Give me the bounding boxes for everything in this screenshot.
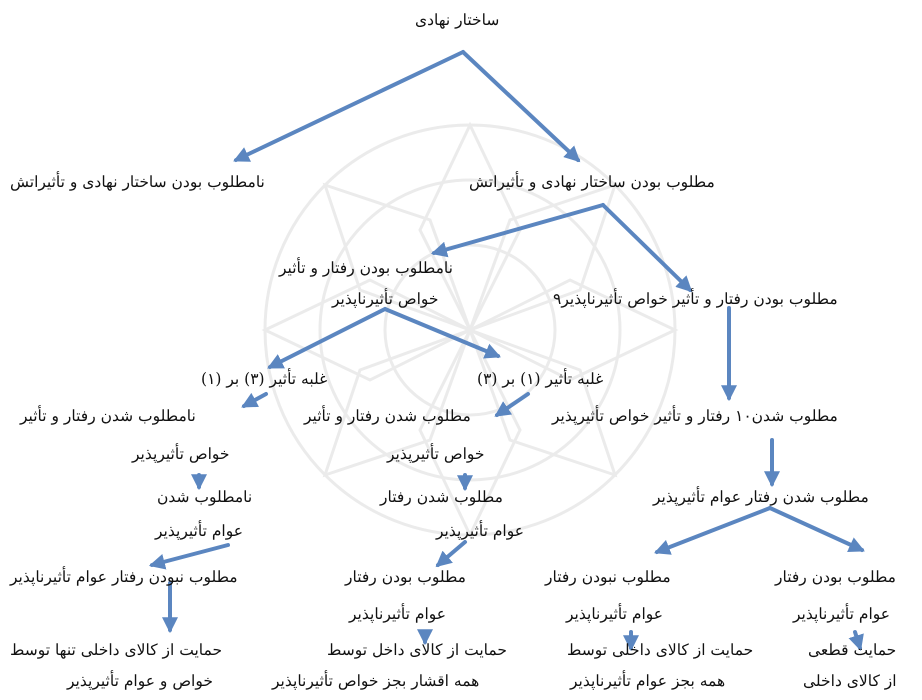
level1-undesirable: نامطلوب بودن ساختار نهادی و تأثیراتش <box>10 173 265 191</box>
root-label: ساختار نهادی <box>415 11 500 29</box>
arrows <box>148 50 865 652</box>
o4-line1: حمایت از کالای داخلی تنها توسط <box>10 641 223 659</box>
o3-line1: حمایت از کالای داخل توسط <box>327 641 507 659</box>
level3-middle-line2: خواص تأثیرپذیر <box>387 445 485 463</box>
arrow-left-masses-to-c4 <box>148 543 230 570</box>
level3-middle-line3: مطلوب شدن رفتار <box>380 488 503 506</box>
o2-line2: همه بجز عوام تأثیرناپذیر <box>570 672 726 690</box>
dominance-3-over-1: غلبه تأثیر (۳) بر (۱) <box>201 370 328 388</box>
level2-undesirable-line1: نامطلوب بودن رفتار و تأثیر <box>279 259 453 277</box>
level2-undesirable-line2: خواص تأثیرناپذیر <box>332 290 439 308</box>
c3-line2: عوام تأثیرناپذیر <box>349 605 447 623</box>
level3-left-line3: نامطلوب شدن <box>157 488 253 506</box>
c2-line2: عوام تأثیرناپذیر <box>566 605 664 623</box>
watermark-emblem <box>261 121 679 539</box>
c1-line1: مطلوب بودن رفتار <box>775 568 896 586</box>
arrow-root-to-left <box>233 50 465 162</box>
arrow-desirable-to-desirable-behavior <box>601 203 693 293</box>
c1-line2: عوام تأثیرناپذیر <box>793 605 891 623</box>
arrow-dominance-1over3-to-desirable <box>494 392 530 417</box>
arrow-masses-to-c2 <box>654 506 772 555</box>
level4-right: مطلوب شدن رفتار عوام تأثیرپذیر <box>653 488 869 506</box>
level3-left-line4: عوام تأثیرپذیر <box>155 522 243 540</box>
arrow-dominance-3over1-to-undesirable <box>241 392 268 408</box>
arrow-root-to-right <box>461 50 581 163</box>
arrow-c1-to-o1 <box>848 630 864 652</box>
arrow-masses-to-c1 <box>768 506 865 552</box>
o4-line2: خواص و عوام تأثیرپذیر <box>67 672 213 690</box>
arrow-desirable-to-undesirable-behavior <box>430 203 605 258</box>
c4-label: مطلوب نبودن رفتار عوام تأثیرناپذیر <box>10 568 238 586</box>
arrow-elite-to-dominance-3over1 <box>267 307 387 369</box>
level3-left-line2: خواص تأثیرپذیر <box>132 445 230 463</box>
level3-middle-line4: عوام تأثیرپذیر <box>436 522 524 540</box>
dominance-1-over-3: غلبه تأثیر (۱) بر (۳) <box>477 370 604 388</box>
level3-middle-line1: مطلوب شدن رفتار و تأثیر <box>304 407 471 425</box>
level3-right: مطلوب شدن۱۰ رفتار و تأثیر خواص تأثیرپذیر <box>552 407 838 425</box>
o3-line2: همه اقشار بجز خواص تأثیرناپذیر <box>272 672 480 690</box>
level1-desirable: مطلوب بودن ساختار نهادی و تأثیراتش <box>469 173 715 191</box>
arrow-elite-to-dominance-1over3 <box>383 307 501 359</box>
c2-line1: مطلوب نبودن رفتار <box>545 568 671 586</box>
level3-left-line1: نامطلوب شدن رفتار و تأثیر <box>20 407 196 425</box>
o1-line1: حمایت قطعی <box>808 641 897 659</box>
o2-line1: حمایت از کالای داخلی توسط <box>567 641 754 659</box>
arrow-middle-masses-to-c3 <box>435 540 467 568</box>
o1-line2: از کالای داخلی <box>803 672 897 690</box>
level2-desirable: مطلوب بودن رفتار و تأثیر خواص تأثیرناپذی… <box>553 290 838 308</box>
c3-line1: مطلوب بودن رفتار <box>345 568 466 586</box>
